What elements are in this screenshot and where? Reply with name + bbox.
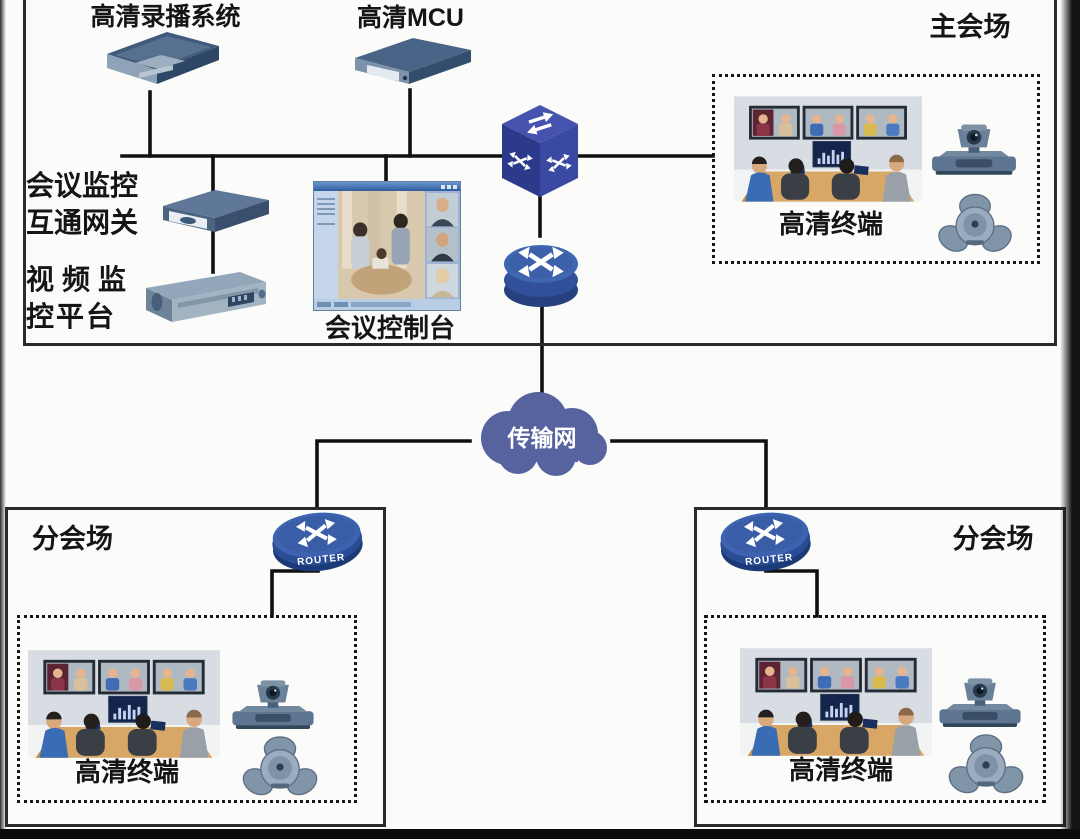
branch-left-terminal-box — [17, 615, 357, 803]
gateway-label-line1: 会议监控 — [26, 170, 139, 201]
console-main-photo — [338, 191, 425, 299]
console-thumb-1 — [427, 193, 458, 227]
transmission-cloud: 传输网 — [481, 392, 607, 476]
gateway-label-line2: 互通网关 — [26, 207, 139, 238]
console-sidebar — [314, 191, 338, 299]
main-terminal-room-image — [733, 95, 923, 203]
branch-right-mic-icon — [943, 734, 1029, 799]
branch-right-room-image — [739, 647, 933, 757]
console-window — [313, 181, 461, 311]
branch-right-terminal-box — [704, 615, 1046, 803]
branch-right-label: 分会场 — [952, 524, 1034, 554]
mcu-device-icon — [355, 38, 471, 84]
console-thumb-3 — [427, 263, 458, 297]
console-label: 会议控制台 — [324, 313, 455, 343]
console-main-video — [338, 191, 425, 299]
main-mic-icon — [933, 193, 1017, 257]
recorder-label: 高清录播系统 — [90, 3, 241, 31]
gateway-label: 会议监控 互通网关 — [26, 167, 152, 241]
vms-label: 视频监 控平台 — [26, 261, 150, 335]
main-camera-icon — [932, 124, 1016, 175]
branch-left-router-badge: ROUTER — [297, 552, 346, 568]
branch-left-camera-icon — [232, 680, 314, 729]
main-terminal-label: 高清终端 — [778, 209, 883, 239]
branch-left-terminal-label: 高清终端 — [74, 757, 179, 787]
l3-switch-icon — [502, 105, 578, 197]
main-venue-label: 主会场 — [929, 12, 1011, 42]
console-statusbar — [314, 299, 460, 310]
server-device-icon — [146, 272, 266, 322]
gateway-device-icon — [163, 190, 269, 232]
console-thumbnails — [425, 191, 460, 299]
photo-edge-bottom — [0, 829, 1080, 839]
branch-left-router-icon: ROUTER — [267, 503, 367, 575]
branch-left-label: 分会场 — [32, 524, 113, 554]
branch-right-terminal-label: 高清终端 — [788, 755, 893, 785]
vms-label-line1: 视频监 — [26, 264, 135, 295]
branch-left-box — [5, 507, 386, 827]
console-thumb-2 — [427, 228, 458, 262]
mcu-label: 高清MCU — [357, 4, 464, 32]
branch-right-router-badge: ROUTER — [745, 552, 794, 568]
cloud-label: 传输网 — [507, 425, 577, 451]
console-titlebar — [314, 182, 460, 191]
vms-label-line2: 控平台 — [26, 301, 117, 332]
branch-left-mic-icon — [237, 736, 323, 801]
branch-right-router-icon: ROUTER — [715, 503, 815, 575]
main-terminal-box — [712, 74, 1040, 264]
photo-edge-left — [0, 0, 6, 839]
main-venue-box — [23, 0, 1057, 346]
recorder-device-icon — [107, 32, 219, 84]
branch-right-camera-icon — [939, 678, 1021, 727]
core-router-icon — [504, 228, 578, 307]
branch-left-room-image — [27, 649, 221, 759]
photo-edge-right — [1060, 0, 1080, 839]
